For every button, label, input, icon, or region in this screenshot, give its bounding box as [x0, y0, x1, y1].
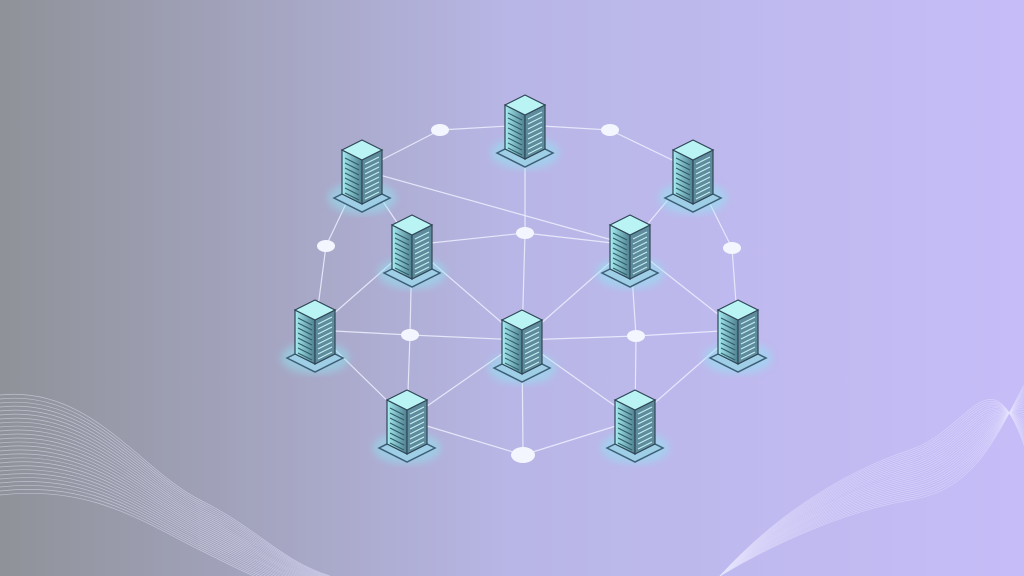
wave-line [719, 396, 1024, 576]
server-rack-icon [704, 299, 772, 374]
network-node-icon [511, 447, 535, 463]
server-rack-icon [281, 299, 349, 374]
wave-line [719, 391, 1024, 576]
wave-line [719, 412, 1024, 576]
wave-line [0, 405, 324, 576]
wave-line [0, 453, 291, 576]
wave-line [719, 387, 1024, 576]
wave-line [719, 412, 1024, 576]
network-node-icon [601, 124, 619, 136]
network-junctions [317, 124, 741, 463]
wave-line [0, 469, 278, 576]
wave-line [0, 461, 285, 576]
wave-line [719, 409, 1024, 576]
wave-line [0, 489, 259, 576]
network-node-icon [627, 330, 645, 342]
wave-line [0, 473, 274, 576]
server-rack-icon [373, 389, 441, 464]
wave-line [0, 397, 329, 576]
network-node-icon [431, 124, 449, 136]
wave-line [0, 477, 271, 576]
wave-line [0, 441, 300, 576]
wave-line [0, 393, 331, 576]
wave-line [0, 409, 322, 576]
wave-line [0, 401, 327, 576]
network-edge [361, 169, 631, 246]
wave-line [0, 481, 267, 576]
wave-line [719, 406, 1024, 576]
wave-line [719, 401, 1024, 576]
wave-line [719, 404, 1024, 576]
wave-line [719, 394, 1024, 576]
server-rack-icon [491, 94, 559, 169]
wave-line [0, 425, 311, 576]
wave-line [719, 389, 1024, 576]
wave-line [0, 417, 317, 576]
wave-line [0, 449, 294, 576]
wave-line [719, 410, 1024, 576]
wave-line [0, 421, 314, 576]
wave-line [719, 405, 1024, 576]
wave-line [0, 413, 319, 576]
server-rack-icon [488, 309, 556, 384]
wave-line [719, 412, 1024, 576]
server-rack-icon [596, 214, 664, 289]
wave-line [719, 399, 1024, 576]
decorative-waves [0, 384, 1024, 576]
server-rack-icon [601, 389, 669, 464]
wave-line [719, 402, 1024, 576]
server-rack-icon [378, 214, 446, 289]
wave-line [719, 399, 1024, 576]
server-rack-icon [659, 139, 727, 214]
wave-line [719, 384, 1024, 576]
wave-line [0, 485, 263, 576]
wave-line [0, 437, 303, 576]
wave-line [719, 410, 1024, 576]
wave-line [719, 401, 1024, 576]
wave-line [719, 411, 1024, 576]
server-rack-icon [328, 139, 396, 214]
network-node-icon [516, 227, 534, 239]
network-node-icon [401, 329, 419, 341]
wave-line [719, 408, 1024, 576]
wave-line [0, 433, 306, 576]
wave-line [719, 407, 1024, 576]
network-servers [281, 94, 772, 464]
wave-line [719, 403, 1024, 576]
network-node-icon [317, 240, 335, 252]
network-node-icon [723, 242, 741, 254]
wave-line [0, 492, 255, 576]
wave-line [719, 411, 1024, 576]
wave-line [0, 445, 297, 576]
wave-line [0, 465, 281, 576]
wave-line [0, 429, 308, 576]
wave-line [719, 408, 1024, 576]
